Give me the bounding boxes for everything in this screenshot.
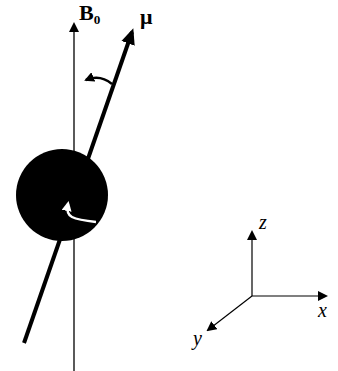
z-axis	[251, 232, 252, 296]
axis-label: x	[318, 300, 327, 320]
field-label: B₀	[79, 2, 100, 24]
moment-label: μ	[140, 6, 152, 28]
spin-arrow	[68, 204, 97, 222]
nucleus-sphere	[16, 149, 108, 241]
precession-arrow	[86, 78, 112, 84]
axis-label: y	[193, 328, 202, 348]
x-axis	[252, 295, 326, 296]
axis-label: z	[259, 212, 267, 232]
y-axis	[208, 296, 252, 330]
